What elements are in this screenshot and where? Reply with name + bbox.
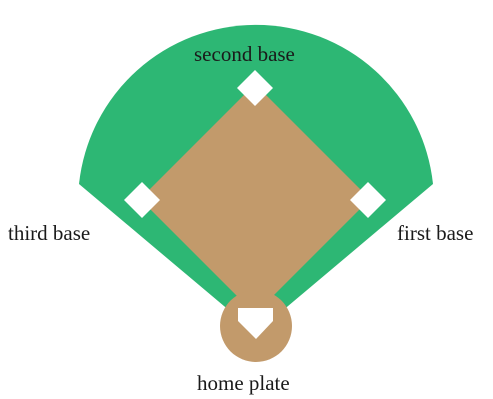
- second-base-label: second base: [194, 44, 295, 65]
- third-base-label: third base: [8, 223, 90, 244]
- first-base-label: first base: [397, 223, 473, 244]
- home-plate-label: home plate: [197, 373, 290, 394]
